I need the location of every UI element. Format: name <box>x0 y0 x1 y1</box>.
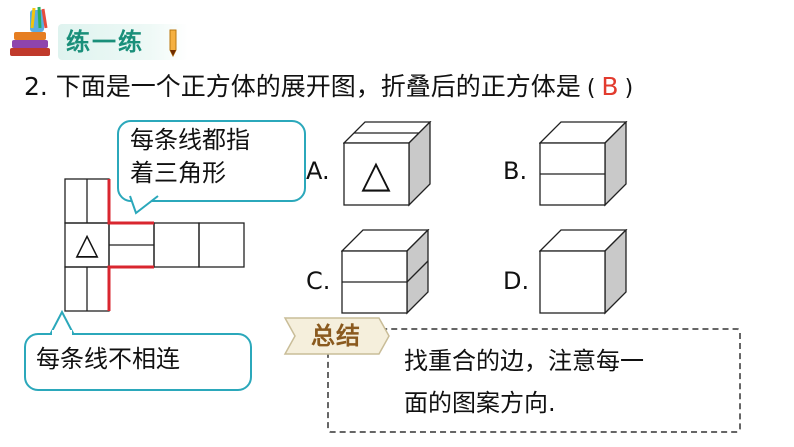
option-a-cube <box>343 121 432 207</box>
callout-top-line-1: 每条线都指 <box>130 126 250 154</box>
callout-top-pointer <box>129 195 159 215</box>
net-face-right-3 <box>198 222 245 268</box>
summary-tag-shape <box>283 317 390 355</box>
summary-line-1: 找重合的边，注意每一 <box>404 347 644 375</box>
callout-top-text: 每条线都指 着三角形 <box>130 124 295 190</box>
answer-open-paren: ( <box>586 76 596 101</box>
callout-bottom-gap <box>52 330 72 336</box>
callout-bottom-bubble <box>24 333 252 391</box>
option-a-triangle: △ <box>361 152 391 196</box>
option-b-label: B. <box>503 157 528 185</box>
net-red-edge-lower <box>107 265 154 311</box>
question-text: 2. 下面是一个正方体的展开图，折叠后的正方体是(B) <box>24 69 633 107</box>
answer-value: B <box>601 72 619 101</box>
summary-line-2: 面的图案方向. <box>404 389 556 417</box>
header-banner <box>58 24 188 60</box>
callout-top-line-2: 着三角形 <box>130 159 226 187</box>
net-triangle-symbol: △ <box>75 227 99 262</box>
option-d-cube <box>539 229 628 315</box>
net-red-edge-upper <box>107 179 154 225</box>
option-a-label: A. <box>306 157 330 185</box>
option-c-cube <box>341 229 430 315</box>
callout-bottom-text: 每条线不相连 <box>36 345 180 373</box>
callout-bottom-pointer <box>49 310 75 336</box>
question-body: 2. 下面是一个正方体的展开图，折叠后的正方体是 <box>24 72 581 101</box>
summary-label: 总结 <box>311 322 361 350</box>
pencil-icon <box>169 29 177 58</box>
summary-text: 找重合的边，注意每一 面的图案方向. <box>404 340 724 424</box>
callout-top-bubble <box>117 120 306 202</box>
answer-close-paren: ) <box>624 76 634 101</box>
option-d-label: D. <box>503 267 530 295</box>
option-c-label: C. <box>306 267 331 295</box>
books-pencil-icon <box>10 6 50 56</box>
section-title: 练一练 <box>66 28 144 56</box>
option-b-cube <box>539 121 628 207</box>
net-face-right-2 <box>153 222 200 268</box>
cube-net-diagram <box>64 178 245 312</box>
summary-box <box>327 328 741 433</box>
